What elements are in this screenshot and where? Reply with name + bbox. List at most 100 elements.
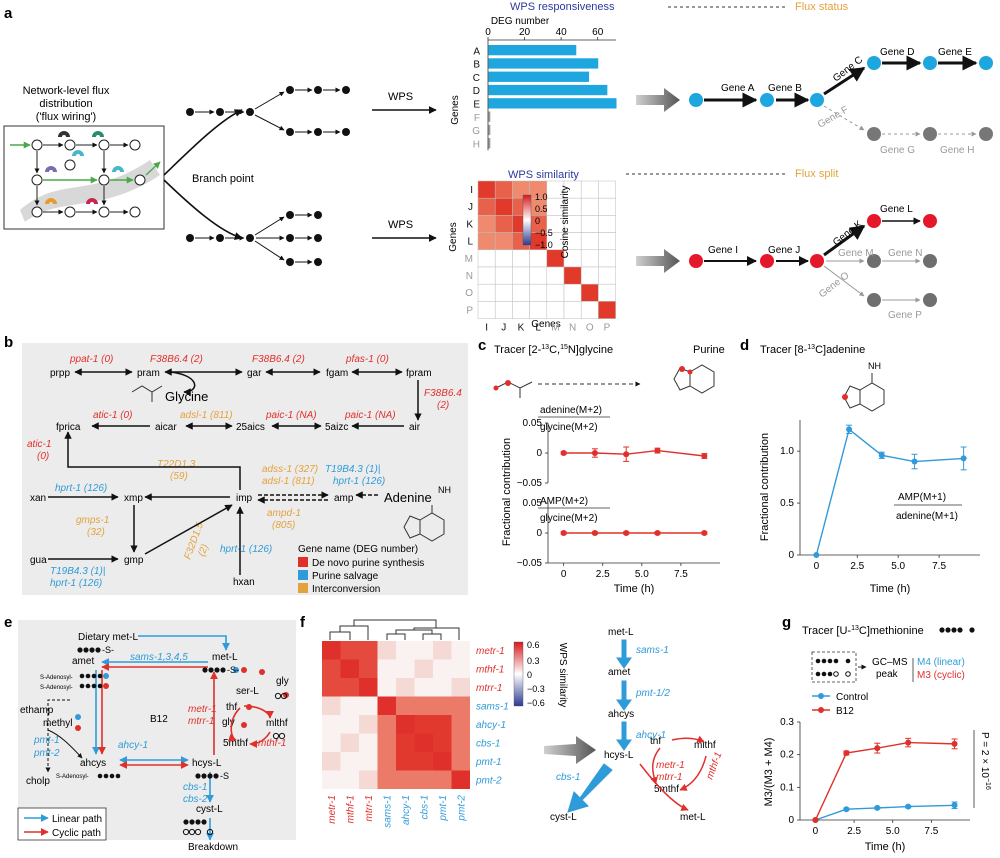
f-cell-mtrr-1-ahcy-1 — [396, 678, 415, 697]
data-point — [843, 750, 850, 757]
x-tick-label: 5.0 — [886, 826, 900, 837]
met-methyl: methyl — [43, 718, 72, 729]
f-cell-pmt-1-pmt-2 — [451, 752, 470, 771]
f-cell-metr-1-pmt-1 — [433, 641, 452, 660]
gene-pmt1: pmt-1 — [33, 735, 60, 746]
gene-t22d13: T22D1.3 — [157, 459, 196, 470]
met-xmp: xmp — [124, 493, 143, 504]
heat-cell-PM — [546, 301, 565, 319]
met-5mthf: 5mthf — [223, 738, 248, 749]
wps-tick-4: −0.3 — [527, 684, 545, 694]
met-gmp: gmp — [124, 555, 144, 566]
wps-tick-2: 0.3 — [527, 656, 540, 666]
pf-metr1: metr-1 — [656, 760, 685, 771]
gene-mtrr1: mtrr-1 — [188, 716, 214, 727]
heat-col-label-L: L — [535, 323, 541, 334]
met-fprica: fprica — [56, 422, 81, 433]
gene-f: Gene F — [816, 104, 850, 130]
data-point — [813, 552, 820, 558]
responsiveness-title: WPS responsiveness — [510, 1, 615, 13]
heat-cell-IO — [580, 180, 599, 199]
g-ylabel: M3/(M3 + M4) — [763, 738, 775, 807]
f-col-label-sams-1: sams-1 — [383, 795, 394, 828]
g-pvalue-exponent: −16 — [984, 778, 991, 790]
f-cell-metr-1-pmt-2 — [451, 641, 470, 660]
gene-f38b64-c-num: (2) — [437, 400, 449, 411]
x-tick-label: 5.0 — [891, 561, 905, 572]
y-tick-label: −0.05 — [517, 558, 543, 569]
f-col-label-pmt-2: pmt-2 — [457, 795, 468, 822]
gene-p: Gene P — [888, 310, 922, 321]
heat-cell-II — [477, 180, 496, 199]
f-cell-mtrr-1-pmt-1 — [433, 678, 452, 697]
f-cell-cbs-1-pmt-2 — [451, 733, 470, 752]
f-cell-sams-1-metr-1 — [322, 696, 341, 715]
f-cell-ahcy-1-metr-1 — [322, 715, 341, 734]
d-ratio-bottom: adenine(M+1) — [896, 511, 958, 522]
bar-label-A: A — [473, 46, 480, 57]
f-cell-pmt-1-ahcy-1 — [396, 752, 415, 771]
data-point — [911, 458, 918, 465]
gene-ampd1-num: (805) — [272, 520, 295, 531]
f-row-label-pmt-1: pmt-1 — [475, 757, 502, 768]
f-col-label-mtrr-1: mtrr-1 — [364, 795, 375, 821]
met-fpram: fpram — [406, 368, 432, 379]
gene-atic1-b-num: (0) — [37, 451, 49, 462]
heat-cell-KJ — [494, 215, 513, 233]
gene-ampd1: ampd-1 — [267, 508, 301, 519]
heat-cell-PL — [529, 301, 548, 319]
gene-gmps1: gmps-1 — [76, 515, 109, 526]
heat-cell-OK — [512, 283, 530, 302]
gene-pfas1: pfas-1 (0) — [345, 354, 389, 365]
gene-ppat1: ppat-1 (0) — [69, 354, 113, 365]
bar-x-tick-label: 20 — [519, 27, 531, 38]
d-ylabel: Fractional contribution — [759, 433, 771, 541]
adenine-structure-b — [403, 505, 445, 542]
c-sub2-bottom: glycine(M+2) — [540, 513, 598, 524]
heat-cell-PK — [512, 301, 530, 319]
heat-cell-MK — [512, 249, 530, 268]
f-cell-sams-1-sams-1 — [377, 696, 396, 715]
panel-label-d: d — [740, 337, 749, 354]
met-adenine: Adenine — [384, 490, 432, 505]
met-breakdown: Breakdown — [188, 842, 238, 853]
f-cell-mtrr-1-sams-1 — [377, 678, 396, 697]
panel-a: a Network-level flux distribution ('flux… — [3, 1, 993, 334]
y-tick-label: 0 — [536, 448, 542, 459]
c-sub1-top: adenine(M+2) — [540, 405, 602, 416]
heat-row-label-L: L — [467, 237, 473, 248]
tracer-g: Tracer [U-13C]methionine — [802, 625, 924, 637]
heat-cell-OM — [546, 283, 565, 302]
genes-axis-label-heatmap: Genes — [448, 222, 459, 251]
f-cell-sams-1-mthf-1 — [340, 696, 359, 715]
data-point — [701, 453, 708, 459]
gray-arrow-f — [544, 736, 596, 764]
gene-gmps1-num: (32) — [87, 527, 105, 538]
y-tick-label: 0.2 — [780, 750, 794, 761]
f-cell-mthf-1-mthf-1 — [340, 659, 359, 678]
wps-similarity-label: WPS similarity — [557, 643, 568, 707]
c-xlabel: Time (h) — [614, 583, 655, 595]
y-tick-label: 0.1 — [780, 782, 794, 793]
f-cell-ahcy-1-cbs-1 — [414, 715, 433, 734]
pf-5mthf: 5mthf — [654, 784, 679, 795]
f-row-label-cbs-1: cbs-1 — [476, 739, 500, 750]
met-aicar: aicar — [155, 422, 177, 433]
f-cell-pmt-1-mtrr-1 — [359, 752, 378, 771]
gene-mthf1: mthf-1 — [258, 738, 286, 749]
heat-cell-IP — [598, 180, 616, 199]
genes-axis-label-bar: Genes — [450, 95, 461, 124]
y-tick-label: 0.05 — [523, 418, 543, 429]
gene-h: Gene H — [940, 145, 974, 156]
met-imp: imp — [236, 493, 253, 504]
f-cell-pmt-1-sams-1 — [377, 752, 396, 771]
c-sub2-top: AMP(M+2) — [540, 496, 588, 507]
cos-tick-1: 1.0 — [535, 192, 548, 202]
met-mlthf: mlthf — [266, 718, 288, 729]
gene-pmt2: pmt-2 — [33, 748, 60, 759]
x-tick-label: 2.5 — [850, 561, 864, 572]
gene-atic1-b: atic-1 — [27, 439, 51, 450]
gene-cbs1: cbs-1 — [183, 782, 207, 793]
